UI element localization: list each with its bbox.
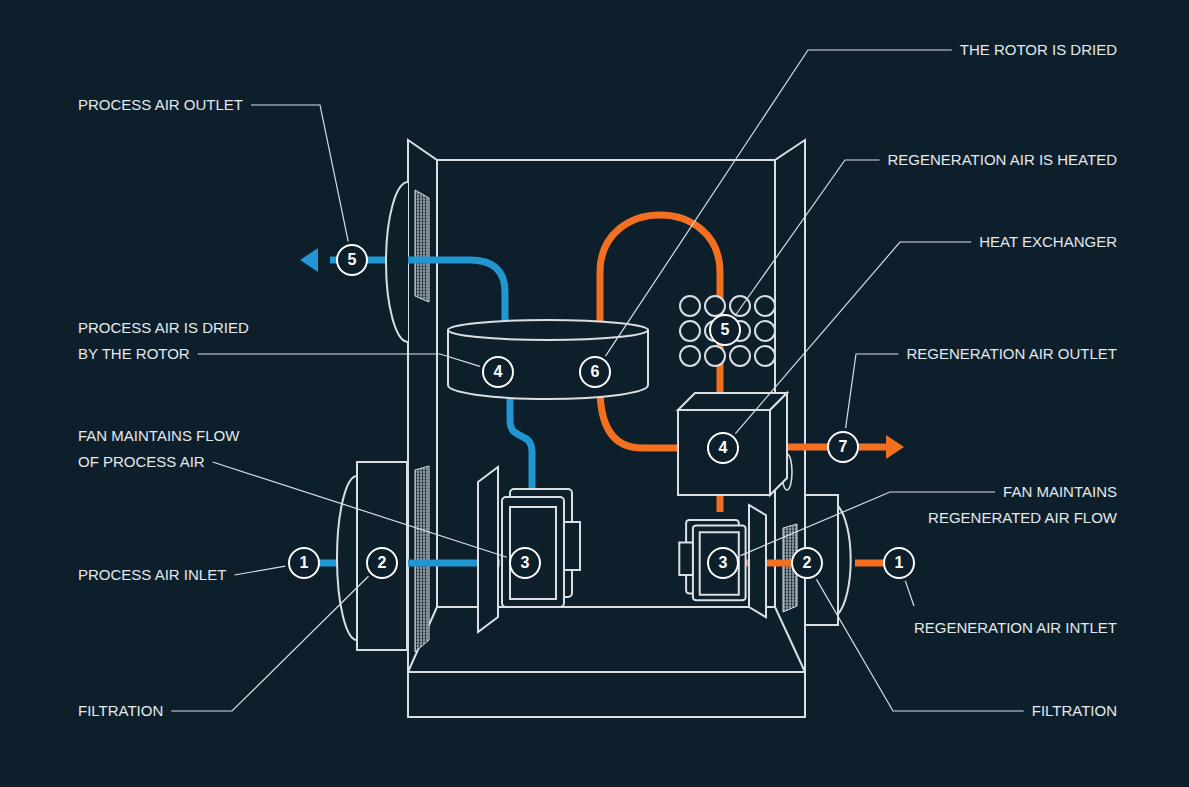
coil xyxy=(680,321,700,341)
heat-exchanger xyxy=(678,410,770,495)
inlet-hood xyxy=(337,476,357,640)
process-fan xyxy=(478,467,580,632)
callout-number: 5 xyxy=(710,315,740,345)
leader-line xyxy=(171,576,368,711)
coil xyxy=(705,346,725,366)
leader-line xyxy=(817,579,1024,711)
part-label: REGENERATION AIR OUTLET xyxy=(797,341,1117,367)
coil xyxy=(680,296,700,316)
part-label: PROCESS AIR IS DRIED BY THE ROTOR xyxy=(78,315,263,367)
coil xyxy=(680,346,700,366)
coil xyxy=(705,296,725,316)
part-label: FILTRATION xyxy=(917,698,1117,724)
callout-circle xyxy=(710,315,740,345)
left-panel xyxy=(408,140,437,672)
callout-number: 1 xyxy=(289,548,319,578)
leader-line xyxy=(213,462,507,557)
callout-circle xyxy=(289,548,319,578)
callout-circle xyxy=(367,548,397,578)
leader-line xyxy=(234,566,285,575)
callout-number: 1 xyxy=(884,548,914,578)
leader-line xyxy=(198,354,480,366)
part-label: FILTRATION xyxy=(78,698,278,724)
vent-grille xyxy=(415,466,429,652)
arrow-head xyxy=(300,248,318,272)
callout-number: 3 xyxy=(510,548,540,578)
part-label: THE ROTOR IS DRIED xyxy=(797,37,1117,63)
callout-circle xyxy=(580,357,610,387)
callout-number: 6 xyxy=(580,357,610,387)
coil xyxy=(755,321,775,341)
callout-number: 5 xyxy=(337,245,367,275)
callout-circle xyxy=(828,432,858,462)
callout-circle xyxy=(483,357,513,387)
part-label: REGENERATION AIR IS HEATED xyxy=(797,147,1117,173)
vent-grille xyxy=(415,190,429,302)
inlet-hood xyxy=(838,506,851,614)
part-label: PROCESS AIR INLET xyxy=(78,562,398,588)
coil xyxy=(755,296,775,316)
callout-circle xyxy=(337,245,367,275)
regeneration-fan xyxy=(679,505,766,617)
part-label: FAN MAINTAINS REGENERATED AIR FLOW xyxy=(907,479,1117,531)
leader-line xyxy=(251,105,348,241)
callout-number: 3 xyxy=(708,548,738,578)
callout-circle xyxy=(884,548,914,578)
callout-circle xyxy=(708,433,738,463)
process-air-duct xyxy=(510,388,532,500)
leader-line xyxy=(905,581,914,606)
callout-number: 2 xyxy=(367,548,397,578)
part-label: FAN MAINTAINS FLOW OF PROCESS AIR xyxy=(78,423,253,475)
coil xyxy=(755,346,775,366)
callout-circle xyxy=(510,548,540,578)
callout-number: 7 xyxy=(828,432,858,462)
callout-number: 4 xyxy=(708,433,738,463)
heater-coils xyxy=(680,296,775,366)
part-label: PROCESS AIR OUTLET xyxy=(78,92,398,118)
outlet-hood xyxy=(386,182,408,342)
cabinet-base xyxy=(408,672,805,717)
leader-line xyxy=(606,50,952,356)
heat-exchanger-side xyxy=(770,393,787,495)
filter-box xyxy=(357,462,407,650)
leader-line xyxy=(846,354,899,428)
leader-line xyxy=(735,242,971,434)
arrow-head xyxy=(886,435,904,459)
cabinet-edge xyxy=(407,672,409,717)
regeneration-air-duct xyxy=(600,388,682,448)
coil xyxy=(730,346,750,366)
part-label: HEAT EXCHANGER xyxy=(797,229,1117,255)
callout-number: 4 xyxy=(483,357,513,387)
part-label: REGENERATION AIR INTLET xyxy=(797,615,1117,641)
callout-number: 2 xyxy=(792,548,822,578)
callout-circle xyxy=(792,548,822,578)
callout-circle xyxy=(708,548,738,578)
heat-exchanger-top xyxy=(678,393,787,410)
